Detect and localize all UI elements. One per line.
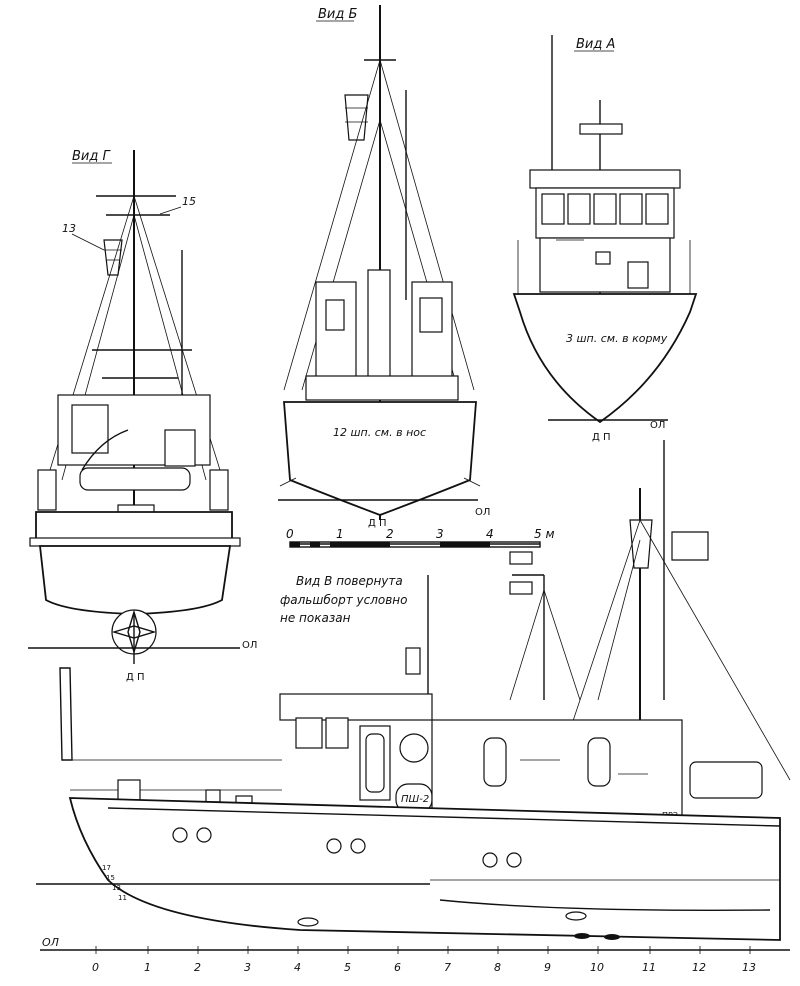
frame-number-4: 4 [294, 961, 301, 974]
frame-number-3: 3 [244, 961, 251, 974]
view-b-bow: Вид Б 12 шп. см. в нос ОЛ Д П [278, 5, 490, 529]
draft-mark-17: 17 [102, 864, 111, 872]
view-b-waterline-label: ОЛ [475, 507, 490, 518]
view-g-title: Вид Г [72, 149, 111, 164]
frame-number-10: 10 [590, 961, 604, 974]
frame-number-6: 6 [394, 961, 401, 974]
callout-13: 13 [62, 222, 76, 235]
view-g-centerline-label: Д П [126, 672, 145, 683]
draft-mark-11: 11 [118, 894, 127, 902]
view-v-waterline-label: ОЛ [42, 936, 59, 949]
frame-scale: 0 1 2 3 4 5 6 7 8 9 10 11 12 13 [92, 946, 756, 974]
frame-number-7: 7 [444, 961, 451, 974]
frame-number-1: 1 [144, 961, 151, 974]
view-a-frame-note: 3 шп. см. в корму [566, 332, 668, 345]
plate-psh-2: ПШ-2 [401, 794, 429, 805]
frame-number-11: 11 [642, 961, 656, 974]
view-g-waterline-label: ОЛ [242, 640, 257, 651]
view-v-title: Вид В повернута [296, 574, 403, 588]
scale-bar: 0 1 2 3 4 5 м [286, 527, 555, 548]
callout-15: 15 [182, 195, 196, 208]
view-v-note-line2: не показан [280, 611, 351, 625]
scale-tick-5: 5 м [534, 527, 555, 541]
scale-tick-3: 3 [436, 527, 444, 541]
frame-number-13: 13 [742, 961, 756, 974]
scale-tick-4: 4 [486, 527, 494, 541]
view-a-title: Вид А [576, 37, 615, 52]
view-g-stern: Вид Г 13 15 [28, 149, 257, 683]
frame-number-5: 5 [344, 961, 351, 974]
view-b-centerline-label: Д П [368, 518, 387, 529]
frame-number-8: 8 [494, 961, 501, 974]
frame-number-9: 9 [544, 961, 551, 974]
scale-tick-2: 2 [386, 527, 394, 541]
frame-number-0: 0 [92, 961, 99, 974]
scale-tick-0: 0 [286, 527, 294, 541]
view-a-stern: Вид А 3 шп. см. в корму ОЛ Д П [512, 35, 698, 443]
view-v-profile: Вид В повернута фальшборт условно не пок… [36, 440, 791, 951]
view-v-note-line1: фальшборт условно [280, 593, 407, 607]
draft-mark-15: 15 [106, 874, 115, 882]
frame-number-12: 12 [692, 961, 706, 974]
view-a-centerline-label: Д П [592, 432, 611, 443]
frame-number-2: 2 [194, 961, 201, 974]
view-a-waterline-label: ОЛ [650, 420, 665, 431]
scale-tick-1: 1 [336, 527, 344, 541]
view-b-title: Вид Б [318, 7, 357, 22]
view-b-frame-note: 12 шп. см. в нос [333, 426, 426, 439]
draft-mark-13: 13 [112, 884, 121, 892]
